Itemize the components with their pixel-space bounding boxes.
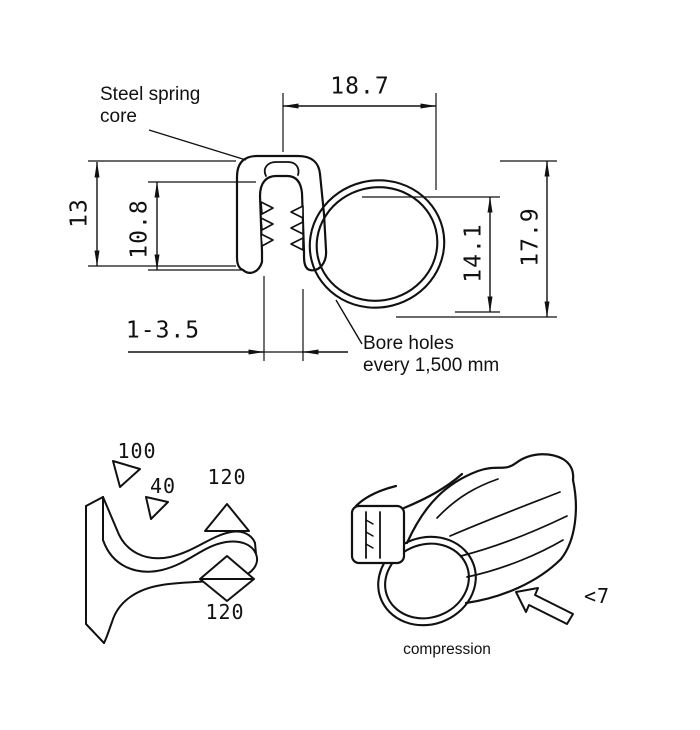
steel-core-hint (263, 161, 300, 177)
dim-height-left: 13 (66, 198, 93, 228)
bore-holes-label: Bore holes every 1,500 mm (363, 333, 500, 377)
force-value-40: 40 (149, 474, 177, 499)
dim-height-inner: 10.8 (126, 199, 153, 259)
iso-surface-lines (436, 478, 568, 578)
dim-height-total: 17.9 (517, 207, 544, 267)
clamp-left-foot (241, 250, 264, 274)
iso-tube-opening (377, 535, 477, 627)
bracket-seat-back (116, 529, 256, 560)
leader-steel-core (148, 129, 247, 161)
clamp-right-foot (302, 212, 328, 272)
iso-view (350, 453, 577, 627)
force-diamond (199, 555, 255, 602)
dimension-lines (88, 93, 557, 361)
force-arrow-100 (112, 460, 141, 488)
iso-clamp (350, 472, 464, 565)
force-value-120-down: 120 (205, 600, 245, 625)
force-value-100: 100 (117, 439, 157, 464)
force-arrow-up (204, 503, 250, 532)
leader-bore-holes (335, 299, 363, 345)
dim-height-bulb: 14.1 (460, 223, 487, 283)
dim-top-width: 18.7 (330, 73, 390, 100)
iso-tube-body (405, 453, 577, 605)
bulb-profile (308, 179, 446, 309)
bracket-view (85, 460, 258, 644)
compression-label: compression (403, 640, 491, 658)
gripper-teeth (260, 201, 304, 251)
clamp-inner-wall (258, 174, 306, 254)
compression-arrow (515, 587, 574, 625)
force-value-120-up: 120 (207, 465, 247, 490)
steel-spring-core-label: Steel spring core (100, 84, 201, 128)
dim-grip-range: 1-3.5 (125, 317, 201, 344)
force-arrow-40 (145, 496, 169, 520)
compression-value: <7 (583, 584, 611, 609)
bracket-seat-front (102, 539, 258, 644)
